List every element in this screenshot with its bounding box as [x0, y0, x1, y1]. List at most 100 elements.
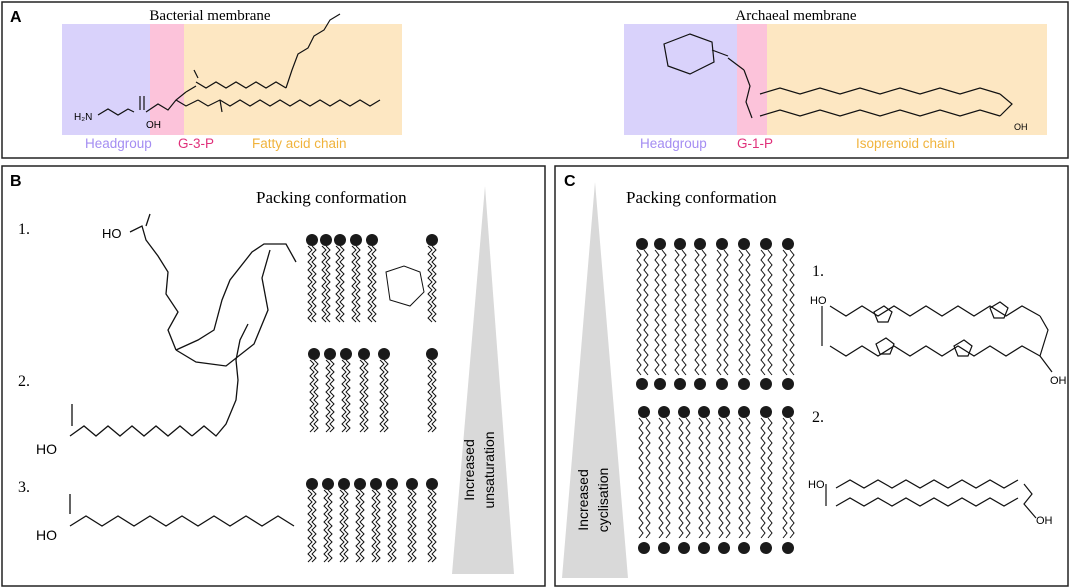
molecule-1-number: 1. [18, 221, 30, 238]
tetraether-head [636, 238, 648, 250]
molecule-2-number: 2. [18, 373, 30, 390]
bacterial-lipid-structure [97, 13, 381, 116]
archaeal-backbone-band [737, 24, 767, 135]
tetraether-chain [661, 249, 667, 376]
tetraether-chain [678, 417, 684, 539]
lipid-head [354, 478, 366, 490]
lipid-head [308, 348, 320, 360]
tetraether-chain [681, 249, 687, 376]
tetraether-chain [725, 417, 731, 539]
lipid-tail [383, 359, 389, 433]
lipid-tail [323, 489, 329, 563]
tetraether-head [698, 542, 710, 554]
lipid-tail [341, 359, 347, 433]
molecule-3-hydroxyl-label: HO [36, 527, 57, 543]
lipid-head [306, 478, 318, 490]
lipid-tail [325, 359, 331, 433]
archaeal-headgroup-band [624, 24, 739, 135]
panel-c-letter: C [564, 173, 576, 190]
lipid-tail [307, 489, 313, 563]
tetraether-chain [716, 249, 722, 376]
panel-b-title: Packing conformation [256, 188, 407, 207]
unsaturation-gradient [452, 186, 514, 574]
panel-a-frame [1, 1, 1069, 159]
amine-label: H₂N [74, 112, 92, 123]
lipid-tail [355, 489, 361, 563]
tetraether-head [760, 378, 772, 390]
tetraether-chain [767, 417, 773, 539]
lipid-tail [387, 489, 393, 563]
lipid-head [306, 234, 318, 246]
lipid-tail [309, 359, 315, 433]
lipid-tail [335, 245, 341, 323]
tetraether-head [716, 378, 728, 390]
tetraether-chain [685, 417, 691, 539]
lipid-tail [371, 245, 377, 323]
lipid-tail [339, 489, 345, 563]
lipid-tail [407, 489, 413, 563]
lipid-tail [327, 489, 333, 563]
lipid-head [358, 348, 370, 360]
tetraether-head [782, 542, 794, 554]
tetraether-head [694, 238, 706, 250]
tetraether-head [738, 406, 750, 418]
lipid-tail [321, 245, 327, 323]
bacterial-membrane-title: Bacterial membrane [149, 8, 271, 24]
lipid-head [340, 348, 352, 360]
tetraether-chain [789, 249, 795, 376]
panel-b-packing [306, 234, 438, 563]
tetraether-head [636, 378, 648, 390]
lipid-head [350, 234, 362, 246]
lipid-tail [311, 245, 317, 323]
lipid-tail [375, 489, 381, 563]
bacterial-chain-label: Fatty acid chain [252, 136, 347, 151]
tetraether-head [674, 378, 686, 390]
tetraether-chain [767, 249, 773, 376]
panel-c: C Packing conformation Increased cyclisa… [554, 165, 1069, 587]
lipid-tail [329, 359, 335, 433]
archaeal-chain-label: Isoprenoid chain [856, 136, 955, 151]
tetraether-2-structure [825, 479, 1037, 519]
lipid-tail [363, 359, 369, 433]
tetraether-chain [701, 249, 707, 376]
lipid-head [426, 478, 438, 490]
tetraether-2-number: 2. [812, 409, 824, 426]
tetraether-chain [760, 249, 766, 376]
lipid-tail [307, 245, 313, 323]
lipid-tail [431, 489, 437, 563]
tetraether-chain [789, 417, 795, 539]
tetraether-chain [782, 417, 788, 539]
unsaturation-label-line-2: unsaturation [481, 431, 497, 508]
tetraether-head [658, 406, 670, 418]
panel-c-packing [636, 238, 795, 554]
lipid-head [324, 348, 336, 360]
tetraether-chain [782, 249, 788, 376]
bacterial-backbone-band [150, 24, 184, 135]
tetraether-chain [738, 417, 744, 539]
tetraether-head [698, 406, 710, 418]
lipid-tail [427, 489, 433, 563]
lipid-tail [371, 489, 377, 563]
tetraether-head [674, 238, 686, 250]
tetraether-head [782, 406, 794, 418]
lipid-tail [379, 359, 385, 433]
tetraether-chain [705, 417, 711, 539]
lipid-head [338, 478, 350, 490]
tetraether-1-structure [821, 301, 1053, 373]
bacterial-chain-band [184, 24, 402, 135]
tetraether-1-hydroxyl-top: HO [810, 295, 827, 307]
tetraether-head [654, 378, 666, 390]
tetraether-head [638, 406, 650, 418]
lipid-tail [359, 489, 365, 563]
lipid-tail [391, 489, 397, 563]
panel-c-title: Packing conformation [626, 188, 777, 207]
bacterial-headgroup-label: Headgroup [85, 136, 152, 151]
tetraether-chain [636, 249, 642, 376]
lipid-tail [431, 245, 437, 323]
lipid-tail [351, 245, 357, 323]
tetraether-head [658, 542, 670, 554]
lipid-head [370, 478, 382, 490]
panel-c-frame [554, 165, 1069, 587]
lipid-tail [367, 245, 373, 323]
bacterial-backbone-label: G-3-P [178, 136, 214, 151]
